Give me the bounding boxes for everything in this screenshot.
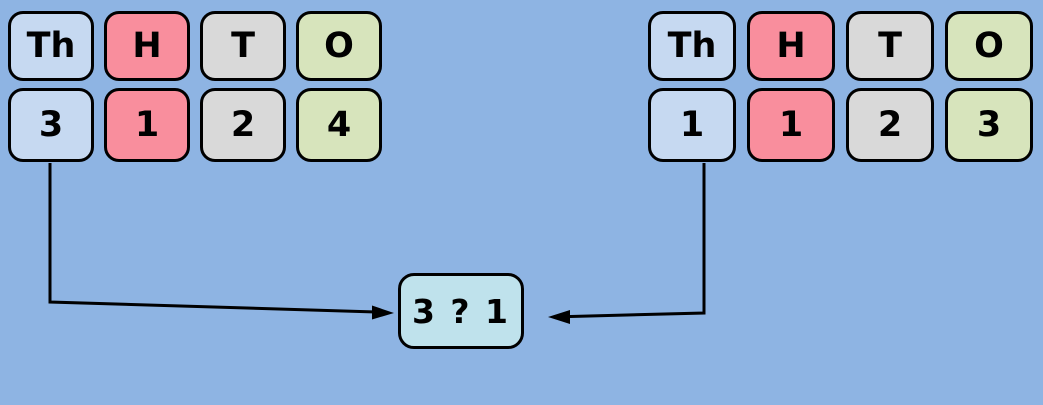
right-digit-ones: 3 <box>945 88 1033 162</box>
right-header-ones: O <box>945 11 1033 81</box>
arrowhead-left-icon <box>372 305 394 320</box>
left-digit-hundreds: 1 <box>104 88 190 162</box>
right-digit-tens: 2 <box>846 88 934 162</box>
left-place-value-table: Th H T O 3 1 2 4 <box>8 11 382 162</box>
left-digit-thousands: 3 <box>8 88 94 162</box>
arrowhead-right-icon <box>548 310 570 324</box>
left-header-tens: T <box>200 11 286 81</box>
right-place-value-table: Th H T O 1 1 2 3 <box>648 11 1033 162</box>
arrow-right-thousands-to-comparison <box>565 163 706 319</box>
left-header-thousands: Th <box>8 11 94 81</box>
left-header-ones: O <box>296 11 382 81</box>
right-header-thousands: Th <box>648 11 736 81</box>
right-header-hundreds: H <box>747 11 835 81</box>
comparison-box: 3 ? 1 <box>398 273 524 349</box>
arrow-left-thousands-to-comparison <box>48 163 377 314</box>
left-header-hundreds: H <box>104 11 190 81</box>
left-digit-tens: 2 <box>200 88 286 162</box>
left-digit-ones: 4 <box>296 88 382 162</box>
right-digit-thousands: 1 <box>648 88 736 162</box>
right-digit-hundreds: 1 <box>747 88 835 162</box>
right-header-tens: T <box>846 11 934 81</box>
